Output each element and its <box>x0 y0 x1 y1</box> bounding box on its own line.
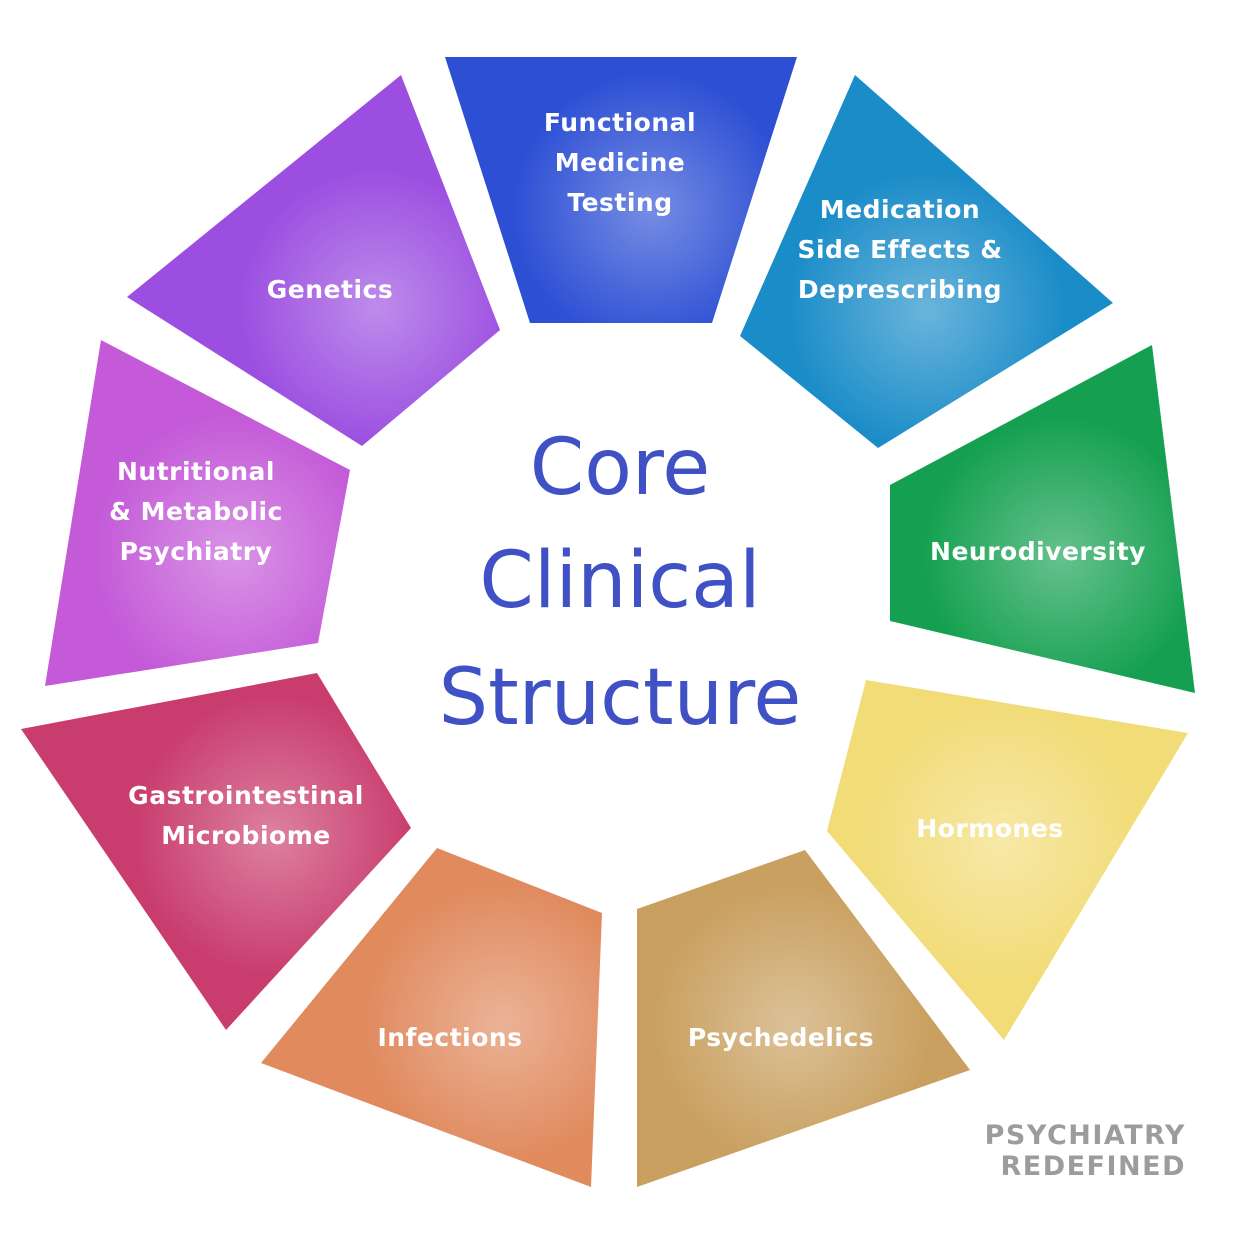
center-title-line: Clinical <box>479 536 760 626</box>
segment-label-line: Side Effects & <box>797 235 1002 264</box>
segment-label-line: Testing <box>567 188 672 217</box>
brand-line-2: REDEFINED <box>1000 1151 1186 1182</box>
brand-logo: PSYCHIATRY REDEFINED <box>985 1120 1186 1182</box>
segment-label-line: Nutritional <box>117 457 275 486</box>
segment-psychedelics: Psychedelics <box>637 850 970 1187</box>
segment-label-line: Microbiome <box>161 821 330 850</box>
segment-label-line: & Metabolic <box>109 497 283 526</box>
segment-neurodiversity: Neurodiversity <box>890 345 1195 693</box>
molecule-icon <box>861 701 1142 981</box>
segment-label-line: Neurodiversity <box>930 537 1146 566</box>
brand-line-1: PSYCHIATRY <box>984 1120 1186 1151</box>
segment-hormones: Hormones <box>827 680 1188 1040</box>
mushroom-icon <box>652 884 933 1164</box>
segment-label-line: Gastrointestinal <box>128 781 364 810</box>
segment-label-line: Medicine <box>555 148 685 177</box>
center-title-line: Structure <box>439 653 802 743</box>
segment-label-line: Psychedelics <box>688 1023 874 1052</box>
virus-icon <box>362 882 602 1163</box>
center-title-line: Core <box>530 423 711 513</box>
segment-infections: Infections <box>261 848 602 1187</box>
segment-label-line: Functional <box>544 108 696 137</box>
raspberry-icon <box>93 414 350 686</box>
segment-label-line: Genetics <box>267 275 393 304</box>
test-tube-icon <box>511 70 791 323</box>
segment-label-line: Psychiatry <box>120 537 273 566</box>
dna-icon <box>237 167 500 446</box>
segment-label-line: Deprescribing <box>798 275 1002 304</box>
segment-label-line: Hormones <box>916 814 1063 843</box>
brain-icon <box>921 416 1195 693</box>
segment-label-line: Medication <box>820 195 980 224</box>
segment-label-line: Infections <box>377 1023 522 1052</box>
